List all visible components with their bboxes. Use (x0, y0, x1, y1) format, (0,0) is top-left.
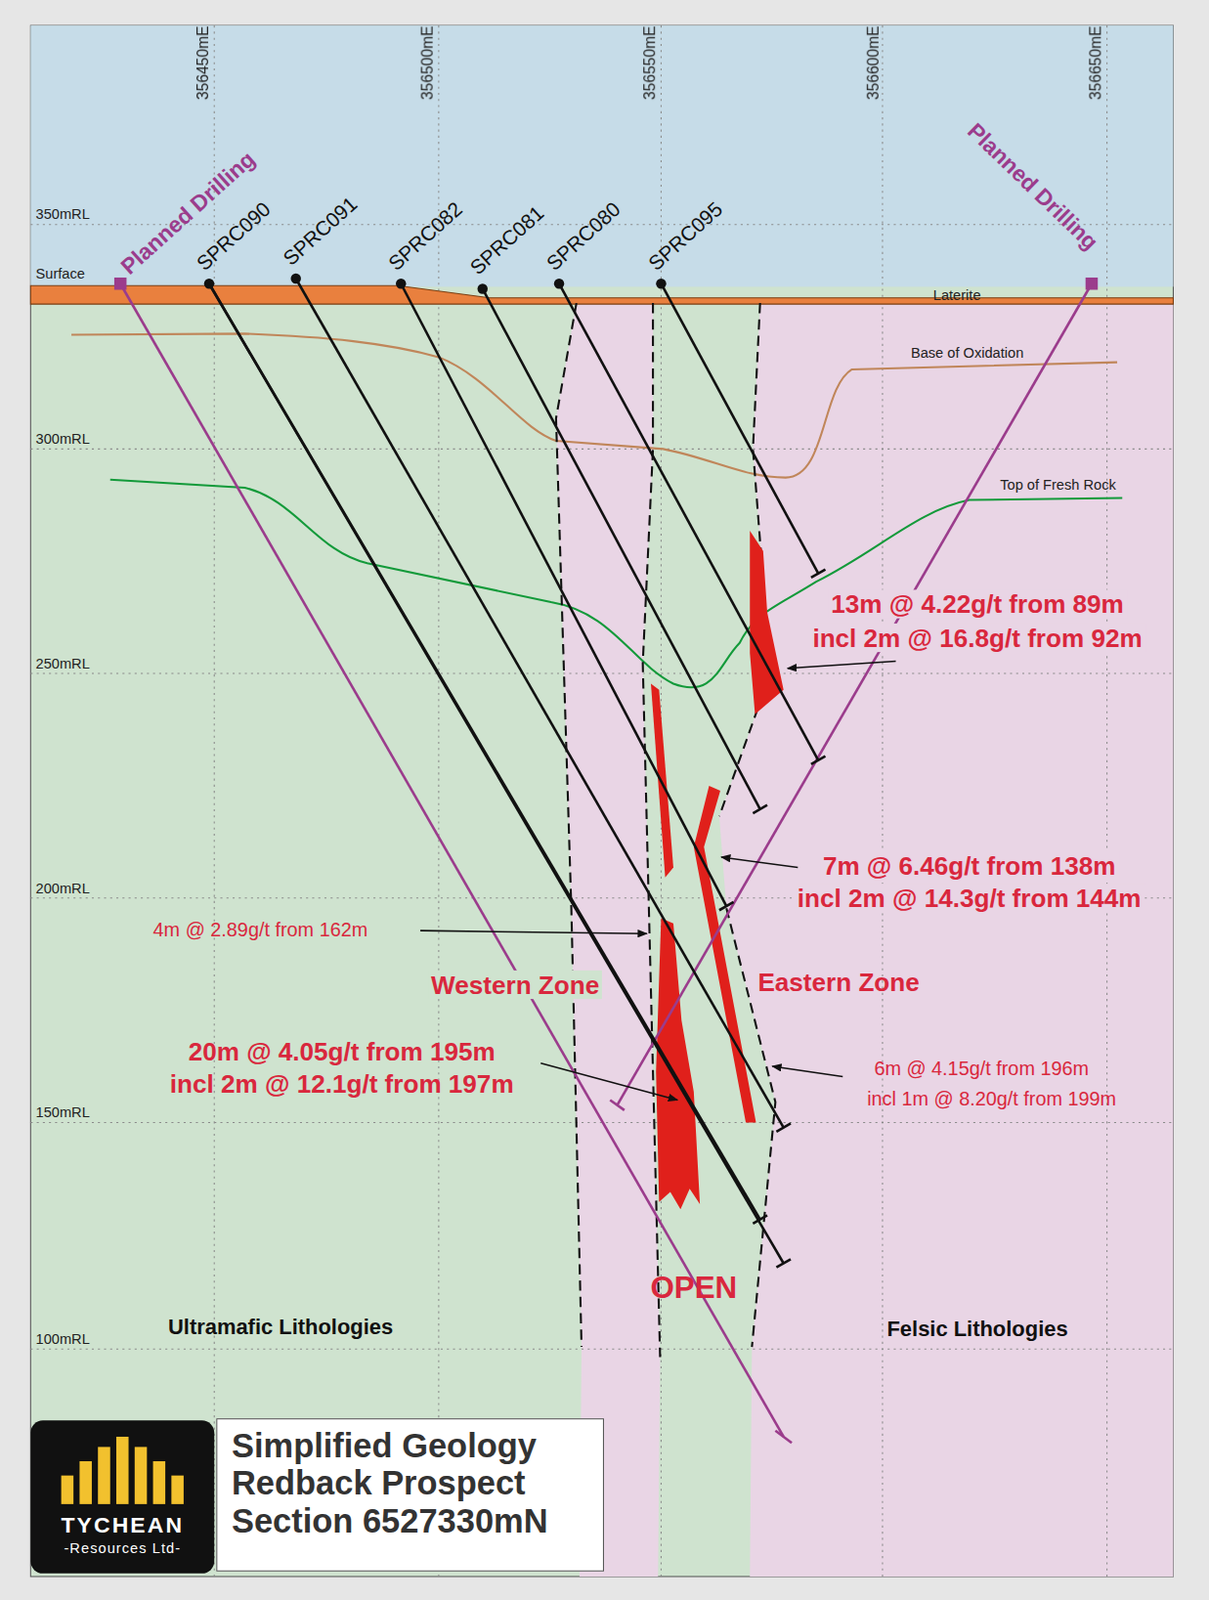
base-of-oxidation-line (71, 333, 1118, 477)
laterite-label: Laterite (933, 286, 982, 303)
panel (30, 25, 1173, 1577)
logo-bars (30, 1428, 215, 1512)
easting-label: 356600mE (863, 26, 882, 101)
lithology-label: Ultramafic Lithologies (168, 1314, 393, 1339)
intercept-label: 20m @ 4.05g/t from 195m (188, 1036, 496, 1066)
rl-label: 200mRL (36, 879, 90, 897)
intercept-label: incl 2m @ 14.3g/t from 144m (794, 883, 1145, 913)
zone-label: Eastern Zone (757, 966, 919, 996)
fresh-rock-label: Top of Fresh Rock (999, 475, 1117, 493)
oxidation-label: Base of Oxidation (910, 345, 1024, 362)
ore-zones (650, 530, 784, 1209)
easting-label: 356450mE (193, 26, 212, 101)
easting-label: 356650mE (1085, 26, 1104, 101)
intercept-label: incl 1m @ 8.20g/t from 199m (866, 1087, 1117, 1111)
title: Simplified Geology Redback Prospect Sect… (231, 1427, 589, 1542)
felsic-band (556, 302, 660, 1577)
planned-collar (1085, 277, 1099, 291)
rl-label: 150mRL (36, 1104, 90, 1122)
contact-lines (556, 302, 776, 1357)
easting-label: 356500mE (417, 26, 435, 101)
sky (30, 25, 1173, 287)
zone-label: Western Zone (428, 969, 603, 999)
leader-arrows (420, 661, 896, 1101)
intercept-label: 6m @ 4.15g/t from 196m (873, 1058, 1089, 1081)
top-of-fresh-rock-line (110, 479, 1123, 689)
grid (30, 25, 1173, 1577)
logo-box: TYCHEAN -Resources Ltd- (30, 1420, 215, 1574)
rl-label: 300mRL (36, 431, 90, 448)
title-box: Simplified Geology Redback Prospect Sect… (215, 1418, 605, 1572)
laterite-band (30, 285, 1173, 304)
intercept-label: 13m @ 4.22g/t from 89m (827, 589, 1127, 619)
rl-label: 350mRL (36, 206, 90, 223)
planned-collar (114, 277, 128, 291)
felsic-lithology (719, 302, 1174, 1577)
lithology-label: Felsic Lithologies (886, 1316, 1068, 1341)
drillholes (209, 278, 826, 1268)
logo-name: TYCHEAN (30, 1511, 215, 1538)
intercept-label: incl 2m @ 12.1g/t from 197m (170, 1069, 515, 1099)
rl-label: 100mRL (36, 1330, 90, 1347)
logo-subtitle: -Resources Ltd- (30, 1540, 215, 1557)
intercept-label: 4m @ 2.89g/t from 162m (153, 919, 369, 943)
intercept-label: 7m @ 6.46g/t from 138m (820, 850, 1120, 880)
intercept-label: incl 2m @ 16.8g/t from 92m (809, 622, 1146, 652)
easting-label: 356550mE (640, 26, 658, 101)
rl-label: 250mRL (36, 654, 90, 672)
surface-label: Surface (36, 264, 86, 282)
collars (204, 273, 667, 295)
open-label: OPEN (649, 1270, 737, 1306)
